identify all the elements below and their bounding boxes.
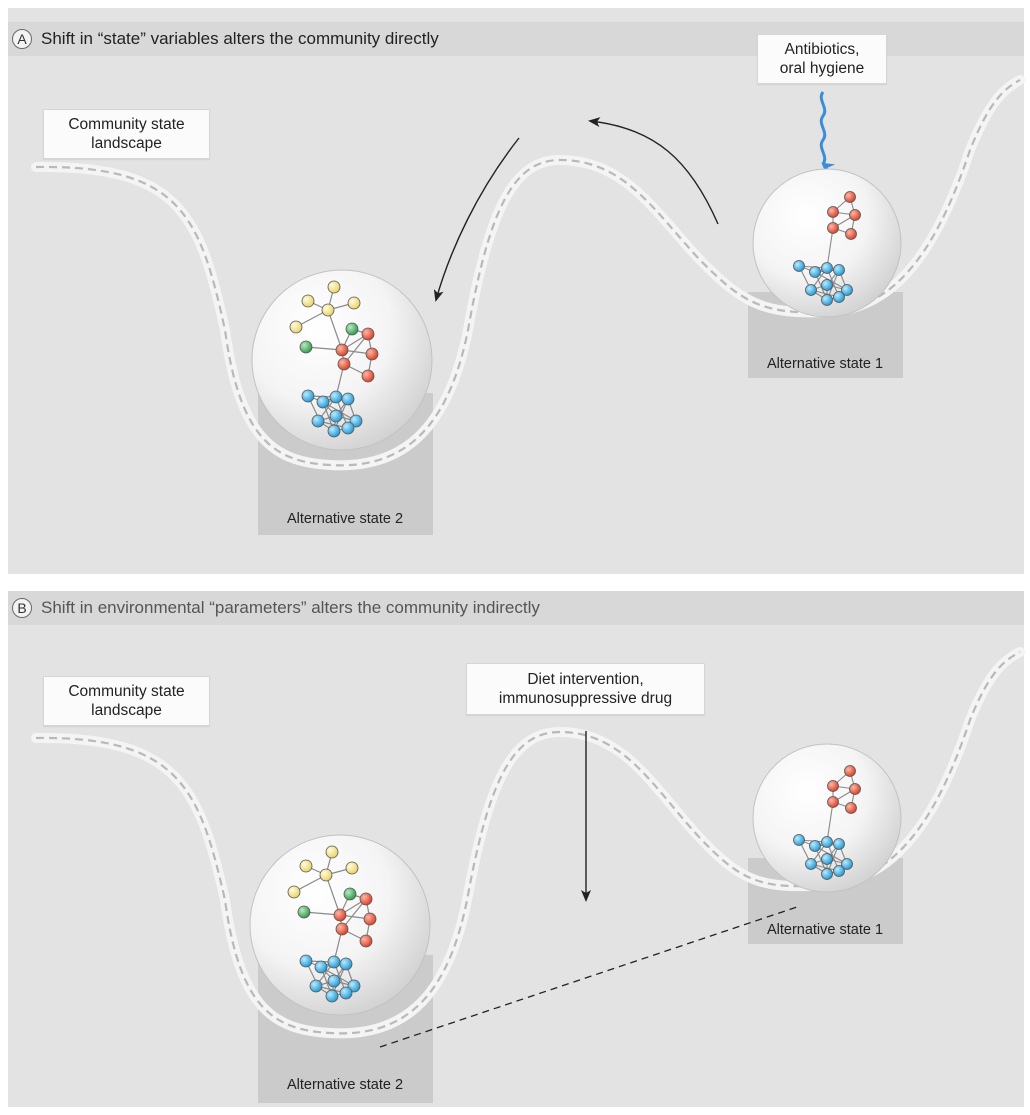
flattened-landscape-line [379, 905, 801, 1048]
panel-a-arrow-up [588, 117, 719, 225]
panel-b-state-1-label: Alternative state 1 [766, 922, 884, 938]
antibiotics-arrow [819, 91, 836, 176]
panel-a [8, 8, 1025, 574]
diet-line1: Diet intervention, [527, 671, 644, 688]
landscape-label-line2: landscape [91, 135, 162, 152]
state-1-community-ball [752, 168, 902, 318]
antibiotics-line1: Antibiotics, [784, 41, 860, 58]
panel-a-state-2-label: Alternative state 2 [286, 511, 404, 527]
panel-b-header-band [8, 591, 1024, 625]
b-landscape-label-line2: landscape [91, 702, 162, 719]
panel-b-state-2-label: Alternative state 2 [286, 1077, 404, 1093]
panel-a-arrow-down [433, 137, 520, 302]
antibiotics-line2: oral hygiene [779, 60, 865, 77]
panel-b-landscape-label: Community state landscape [43, 676, 210, 726]
panel-b-letter: B [12, 598, 32, 618]
panel-a-state-1-label: Alternative state 1 [766, 356, 884, 372]
panel-b-header: B Shift in environmental “parameters” al… [8, 591, 1024, 625]
b-landscape-label-line1: Community state [68, 683, 185, 700]
landscape-label-line1: Community state [68, 116, 185, 133]
antibiotics-label: Antibiotics, oral hygiene [757, 34, 887, 84]
panel-b-title: Shift in environmental “parameters” alte… [41, 598, 540, 617]
panel-a-title: Shift in “state” variables alters the co… [41, 29, 439, 48]
panel-a-landscape-path [35, 79, 1021, 467]
panel-b-landscape-path [35, 651, 1021, 1035]
panel-a-landscape-label: Community state landscape [43, 109, 210, 159]
b-state-1-community-ball [752, 743, 902, 893]
diet-line2: immunosuppressive drug [498, 690, 673, 707]
diet-intervention-label: Diet intervention, immunosuppressive dru… [466, 663, 705, 715]
panel-a-letter: A [12, 29, 32, 49]
panel-a-header: A Shift in “state” variables alters the … [8, 22, 1024, 56]
